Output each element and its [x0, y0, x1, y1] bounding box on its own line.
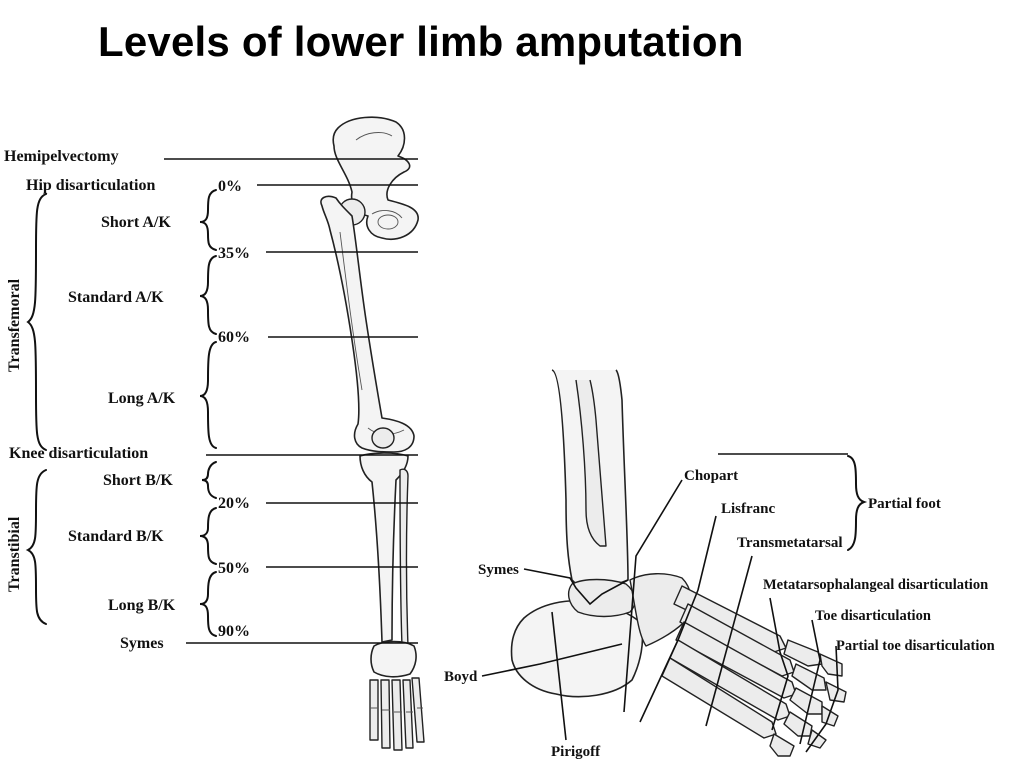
leg-skeleton [320, 116, 425, 751]
label-toe-disarticulation: Toe disarticulation [815, 608, 931, 624]
slide-title: Levels of lower limb amputation [98, 18, 744, 65]
foot-fibula-bone [575, 379, 607, 547]
pct-60: 60% [218, 329, 250, 346]
label-symes-foot: Symes [478, 562, 519, 578]
label-hemipelvectomy: Hemipelvectomy [4, 148, 119, 165]
label-hip-disarticulation: Hip disarticulation [26, 177, 155, 194]
label-mtp-disarticulation: Metatarsophalangeal disarticulation [763, 577, 988, 593]
foot-labels: Chopart Lisfranc Transmetatarsal Partial… [444, 468, 995, 760]
leg-level-lines [164, 158, 418, 644]
foot-lines [481, 453, 868, 753]
pct-0: 0% [218, 178, 242, 195]
tarsal-bones [370, 640, 417, 678]
pct-50: 50% [218, 560, 250, 577]
label-long-ak: Long A/K [108, 390, 176, 407]
label-knee-disarticulation: Knee disarticulation [9, 445, 148, 462]
pelvis-bone [332, 116, 419, 240]
label-chopart: Chopart [684, 468, 738, 484]
pct-20: 20% [218, 495, 250, 512]
femur-bone [320, 195, 415, 453]
label-transfemoral: Transfemoral [6, 278, 23, 372]
label-partial-toe-disarticulation: Partial toe disarticulation [836, 638, 995, 654]
label-short-bk: Short B/K [103, 472, 173, 489]
label-long-bk: Long B/K [108, 597, 176, 614]
patella-bone [371, 427, 395, 449]
label-pirigoff: Pirigoff [551, 744, 601, 760]
leg-braces [25, 189, 217, 637]
label-transmetatarsal: Transmetatarsal [737, 535, 843, 551]
label-partial-foot: Partial foot [868, 496, 941, 512]
pct-35: 35% [218, 245, 250, 262]
label-boyd: Boyd [444, 669, 478, 685]
pct-90: 90% [218, 623, 250, 640]
tibia-bone [359, 452, 409, 643]
label-standard-ak: Standard A/K [68, 289, 164, 306]
fibula-bone [399, 468, 409, 647]
talus-bone [567, 578, 636, 618]
label-standard-bk: Standard B/K [68, 528, 164, 545]
foot-phalanges [369, 677, 425, 751]
foot-skeleton [510, 369, 847, 757]
calcaneus-bone [510, 599, 644, 698]
label-symes-leg: Symes [120, 635, 164, 652]
metatarsal-bones [661, 585, 797, 739]
label-short-ak: Short A/K [101, 214, 171, 231]
label-transtibial: Transtibial [6, 516, 23, 592]
leg-labels: Hemipelvectomy Hip disarticulation Short… [4, 148, 250, 652]
label-lisfranc: Lisfranc [721, 501, 776, 517]
toe-bones [769, 639, 847, 757]
